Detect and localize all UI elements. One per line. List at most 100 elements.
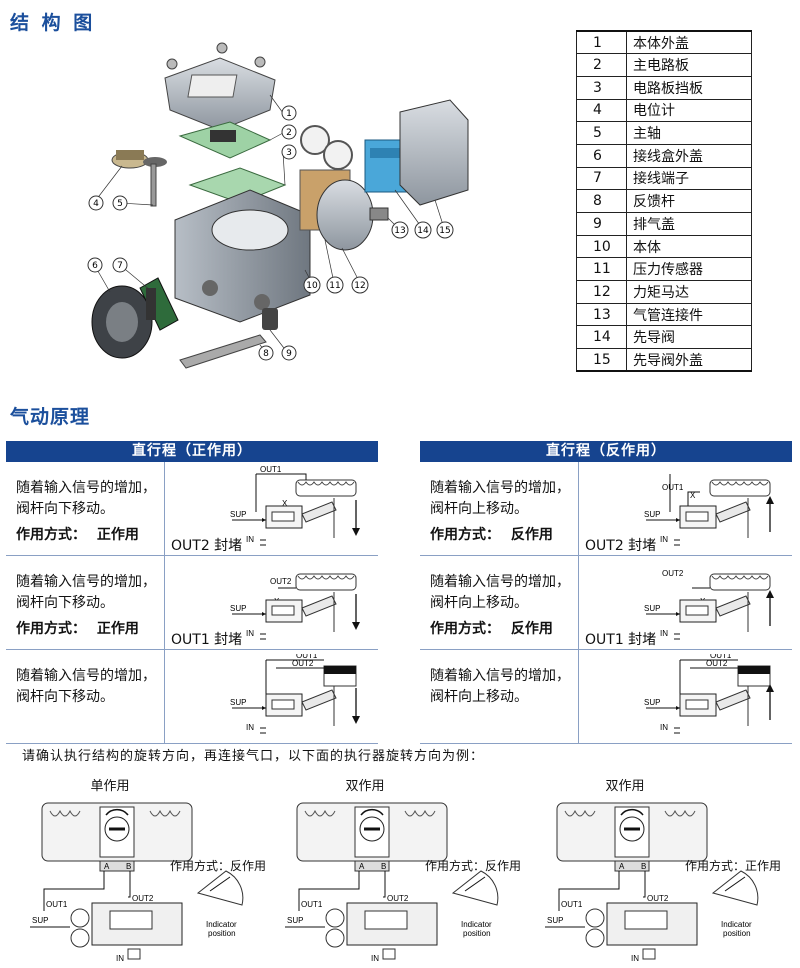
svg-text:SUP: SUP [644,698,660,707]
exhaust-cap-part [262,308,278,330]
row-divider [164,556,165,649]
actuator-drawing: A B OUT1 OUT2 SUP IN Indicator position [545,802,759,963]
principle-row: 随着输入信号的增加，阀杆向上移动。 作用方式： 反作用 OUT1 X SUP I… [420,462,792,556]
port-seal-label: OUT1 封堵 [585,632,657,648]
part-number: 14 [576,325,627,350]
exploded-view-drawing: 1 2 3 4 5 6 7 8 9 10 11 12 13 14 15 [87,42,469,369]
svg-text:OUT1: OUT1 [301,900,323,909]
potentiometer-part [111,150,149,169]
callout-7: 7 [112,257,128,273]
principle-row: 随着输入信号的增加，阀杆向下移动。 OUT1 OUT2 SUP IN [6,650,378,744]
svg-text:OUT2: OUT2 [662,569,684,578]
principle-diagram: OUT2 X SUP IN [640,560,790,652]
svg-text:A: A [359,862,365,871]
callout-2: 2 [281,124,297,140]
callout-10: 10 [303,276,321,294]
svg-text:position: position [208,929,236,938]
svg-text:OUT1: OUT1 [296,654,318,660]
port-seal-label: OUT2 封堵 [585,538,657,554]
action-mode-value: 反作用 [510,621,553,637]
tube-connector-part [369,207,389,221]
svg-text:SUP: SUP [230,698,246,707]
principle-row: 随着输入信号的增加，阀杆向下移动。 作用方式： 正作用 OUT2 X SUP I… [6,556,378,650]
principle-title: 气动原理 [10,406,91,428]
rotary-actuator-example: 单作用 A B OUT1 OUT2 SUP IN Indicator [30,775,280,965]
part-number: 8 [576,189,627,213]
callout-4: 4 [88,195,104,211]
part-name: 接线端子 [626,166,752,191]
svg-text:SUP: SUP [230,604,246,613]
svg-text:Indicator: Indicator [721,920,752,929]
pneumatic-schematic: OUT1 X SUP IN [644,474,774,546]
svg-text:A: A [619,862,625,871]
svg-text:SUP: SUP [287,916,303,925]
svg-text:OUT2: OUT2 [292,659,314,668]
callout-3: 3 [281,144,297,160]
row-divider [578,650,579,743]
part-number: 6 [576,143,627,168]
part-name: 排气盖 [626,212,752,236]
svg-text:IN: IN [246,535,254,544]
row-divider [164,462,165,555]
terminal-block-part [139,277,179,331]
part-number: 7 [576,166,627,191]
principle-description: 随着输入信号的增加，阀杆向下移动。 [16,574,156,611]
svg-text:8: 8 [263,349,269,359]
svg-text:position: position [463,929,491,938]
svg-text:6: 6 [92,261,98,271]
principle-row: 随着输入信号的增加，阀杆向上移动。 作用方式： 反作用 OUT2 X SUP I… [420,556,792,650]
action-mode-label: 作用方式： [16,527,86,543]
actuator-action-mode: 作用方式：反作用 [425,859,522,873]
part-name: 本体 [626,234,752,259]
svg-text:OUT2: OUT2 [706,659,728,668]
part-name: 主轴 [626,121,752,145]
part-name: 压力传感器 [626,257,752,282]
callout-8: 8 [258,345,274,361]
part-number: 10 [576,234,627,259]
svg-text:position: position [723,929,751,938]
structure-title: 结 构 图 [10,12,96,34]
part-name: 接线盒外盖 [626,143,752,168]
part-name: 电位计 [626,98,752,123]
callout-13: 13 [391,221,409,239]
callout-9: 9 [281,345,297,361]
svg-text:4: 4 [93,199,99,209]
principle-row: 随着输入信号的增加，阀杆向上移动。 OUT1 OUT2 SUP IN [420,650,792,744]
actuator-action-mode: 作用方式：反作用 [170,859,267,873]
pilot-cover-part [399,99,469,206]
svg-text:SUP: SUP [230,510,246,519]
principle-description: 随着输入信号的增加，阀杆向上移动。 [430,668,570,705]
part-name: 反馈杆 [626,189,752,213]
part-number: 11 [576,257,627,282]
rotation-note: 请确认执行结构的旋转方向，再连接气口，以下面的执行器旋转方向为例： [22,749,485,764]
svg-text:12: 12 [354,281,365,291]
principle-diagram: OUT1 OUT2 SUP IN [640,651,790,746]
svg-text:OUT1: OUT1 [46,900,68,909]
part-name: 力矩马达 [626,280,752,304]
svg-text:OUT2: OUT2 [132,894,154,903]
principle-description: 随着输入信号的增加，阀杆向下移动。 [16,480,156,517]
svg-text:IN: IN [246,629,254,638]
svg-text:OUT1: OUT1 [662,483,684,492]
svg-text:SUP: SUP [644,510,660,519]
pneumatic-schematic: OUT2 X SUP IN [230,573,360,640]
callout-15: 15 [436,221,454,239]
svg-text:3: 3 [286,148,292,158]
svg-text:IN: IN [246,723,254,732]
terminal-cover-part [91,285,153,359]
svg-text:IN: IN [631,954,639,963]
svg-text:OUT2: OUT2 [270,577,292,586]
callout-1: 1 [281,105,297,121]
svg-text:5: 5 [117,199,123,209]
rotary-actuator-example: 双作用 A B OUT1 OUT2 SUP IN Indicator [285,775,535,965]
